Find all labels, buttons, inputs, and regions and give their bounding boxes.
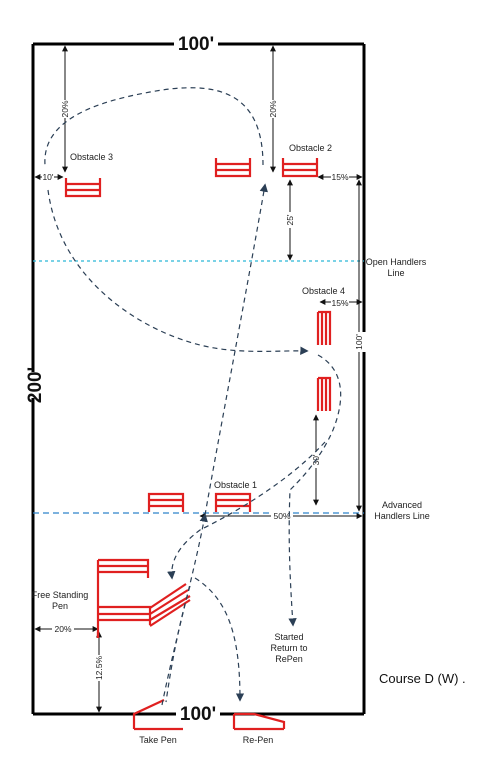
- re-pen-label: Re-Pen: [243, 735, 274, 745]
- measure-h-50: 50%: [273, 511, 290, 521]
- obstacle-4-label: Obstacle 4: [302, 286, 345, 296]
- field-border: [31, 42, 366, 716]
- left-dimension: 200': [25, 367, 46, 403]
- obstacle-4-panel-upper: [316, 310, 332, 345]
- free-standing-pen: [96, 558, 191, 638]
- obstacle-3-label: Obstacle 3: [70, 152, 113, 162]
- measure-left-10: 10': [42, 172, 53, 182]
- measure-top-left: 20%: [60, 100, 70, 117]
- obstacle-1-label: Obstacle 1: [214, 480, 257, 490]
- measure-top-right: 20%: [268, 100, 278, 117]
- measure-v-125: 12.5%: [94, 656, 104, 681]
- obstacle-4-panel-lower: [316, 376, 332, 411]
- obstacle-2-label: Obstacle 2: [289, 143, 332, 153]
- measure-right-100: 100': [354, 334, 364, 350]
- obstacle-gate-left-bottom: [147, 492, 185, 512]
- take-pen: [132, 699, 183, 731]
- measure-right-15-top: 15%: [331, 172, 348, 182]
- measure-v-25: 25': [285, 214, 295, 225]
- course-path: [44, 87, 342, 706]
- measure-left-20-pen: 20%: [54, 624, 71, 634]
- obstacle-2-gate: [281, 158, 319, 178]
- measure-right-15-mid: 15%: [331, 298, 348, 308]
- take-pen-label: Take Pen: [139, 735, 177, 745]
- top-dimension: 100': [178, 34, 214, 55]
- obstacle-gate-top-center: [214, 158, 252, 178]
- re-pen: [232, 712, 286, 731]
- course-caption: Course D (W) .: [379, 671, 466, 686]
- bottom-dimension: 100': [180, 704, 216, 725]
- obstacle-3-gate: [64, 178, 102, 198]
- obstacle-1-gate: [214, 492, 252, 512]
